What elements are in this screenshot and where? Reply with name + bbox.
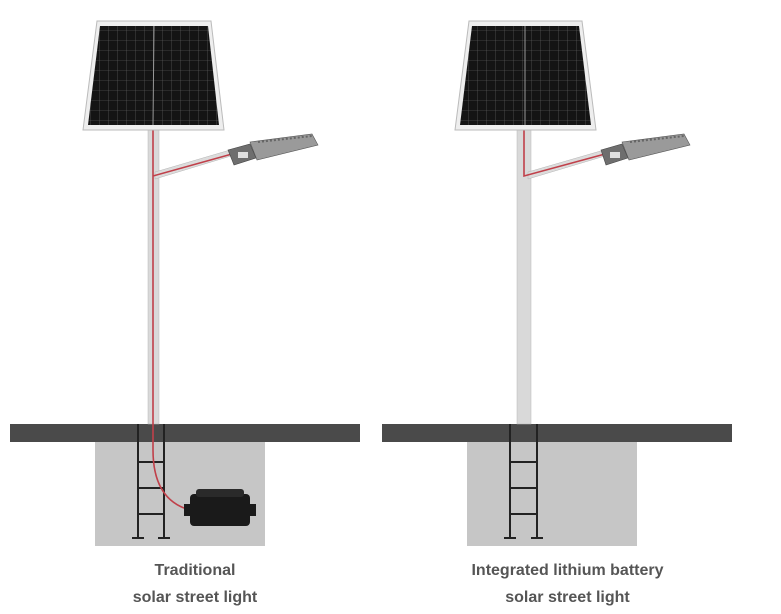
traditional-caption: Traditional solar street light — [95, 557, 295, 611]
traditional-caption-line1: Traditional — [154, 562, 236, 579]
right-foundation — [467, 441, 637, 546]
left-battery-cable — [152, 130, 233, 511]
integrated-solar-light — [382, 20, 732, 546]
right-anchor-cage — [504, 424, 543, 539]
right-solar-panel-icon — [454, 20, 597, 131]
integrated-caption: Integrated lithium battery solar street … — [440, 557, 695, 611]
integrated-caption-line2: solar street light — [505, 589, 630, 606]
right-ground-slab — [382, 424, 732, 442]
right-panel-cable — [523, 130, 606, 178]
traditional-caption-line2: solar street light — [132, 589, 258, 606]
traditional-solar-light — [10, 20, 360, 546]
left-solar-panel-icon — [82, 20, 225, 131]
right-lamp-head-icon — [600, 133, 691, 166]
integrated-caption-line1: Integrated lithium battery — [471, 562, 664, 579]
battery-box-icon — [184, 489, 256, 526]
left-ground-slab — [10, 424, 360, 442]
left-lamp-head-icon — [227, 133, 319, 166]
left-anchor-cage — [132, 424, 170, 539]
